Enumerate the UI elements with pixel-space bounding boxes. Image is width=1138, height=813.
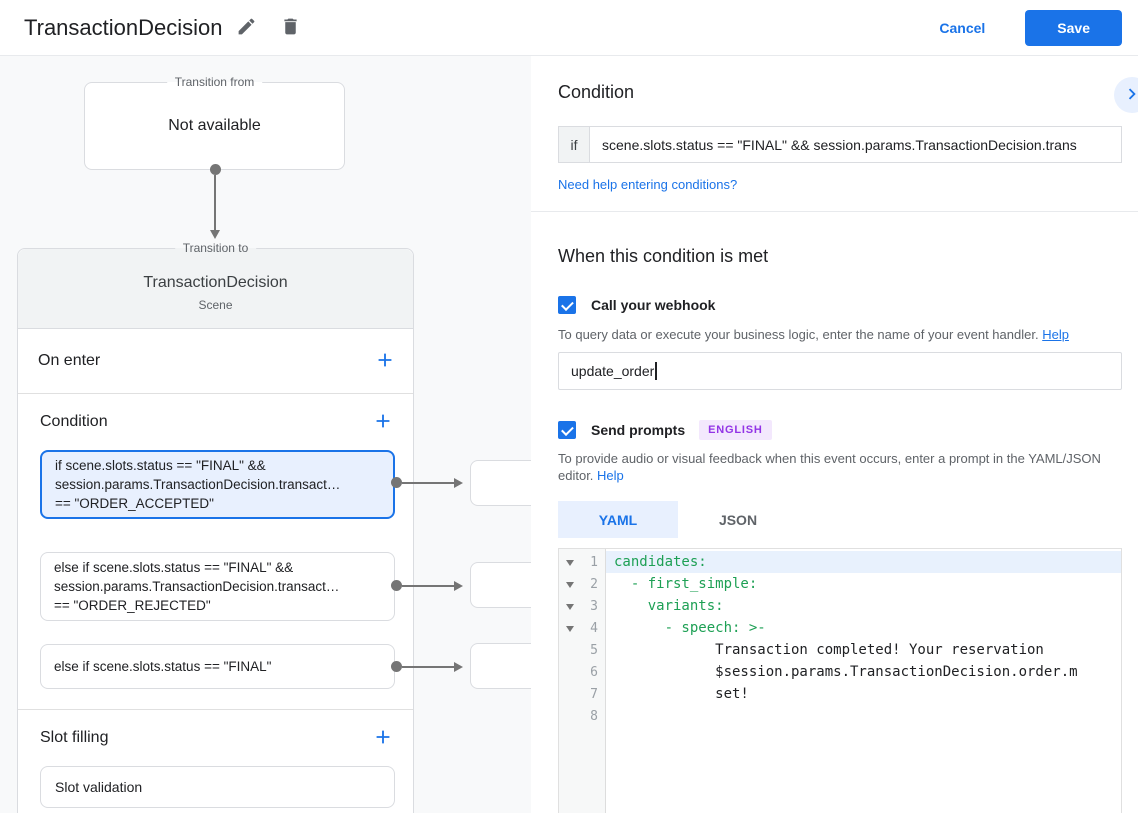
chevron-right-icon bbox=[1121, 83, 1138, 108]
connector-dot bbox=[391, 477, 402, 488]
text-cursor bbox=[655, 362, 657, 380]
add-on-enter-button[interactable] bbox=[373, 349, 397, 373]
if-prefix-label: if bbox=[558, 126, 590, 163]
editor-line[interactable]: - first_simple: bbox=[614, 576, 758, 592]
edit-scene-button[interactable] bbox=[227, 8, 267, 48]
fold-arrow-icon[interactable] bbox=[566, 560, 574, 566]
connector-dot bbox=[391, 661, 402, 672]
transition-to-card: Transition to TransactionDecision Scene … bbox=[17, 241, 414, 813]
prompts-help-link[interactable]: Help bbox=[597, 468, 624, 483]
connector-line bbox=[214, 175, 216, 230]
plus-icon bbox=[372, 726, 394, 751]
collapse-panel-button[interactable] bbox=[1114, 77, 1138, 113]
send-prompts-checkbox[interactable] bbox=[558, 421, 576, 439]
tab-json[interactable]: JSON bbox=[718, 511, 758, 528]
editor-line-number: 2 bbox=[559, 573, 605, 595]
condition-editor-panel: Condition if scene.slots.status == "FINA… bbox=[531, 56, 1138, 813]
connector-line bbox=[402, 666, 454, 668]
page-title: TransactionDecision bbox=[24, 14, 223, 40]
arrow-right-icon bbox=[454, 478, 463, 488]
transition-to-label: Transition to bbox=[174, 241, 257, 255]
app-bar: TransactionDecision Cancel Save bbox=[0, 0, 1138, 56]
editor-line[interactable]: - speech: >- bbox=[614, 620, 766, 636]
editor-line[interactable]: $session.params.TransactionDecision.orde… bbox=[614, 664, 1078, 680]
editor-line-number: 8 bbox=[590, 708, 598, 724]
condition-panel-title: Condition bbox=[558, 82, 635, 102]
conditions-help-link[interactable]: Need help entering conditions? bbox=[558, 177, 738, 192]
delete-scene-button[interactable] bbox=[271, 8, 311, 48]
scene-title: TransactionDecision bbox=[143, 273, 288, 291]
plus-icon bbox=[374, 349, 396, 374]
editor-line-number: 7 bbox=[590, 686, 598, 702]
save-button[interactable]: Save bbox=[1025, 9, 1122, 46]
slot-validation-card[interactable]: Slot validation bbox=[40, 766, 395, 808]
slot-filling-section: Slot filling Slot validation bbox=[18, 710, 413, 813]
editor-line[interactable] bbox=[606, 705, 1121, 727]
connector-dot bbox=[210, 164, 221, 175]
condition-cards: if scene.slots.status == "FINAL" &&sessi… bbox=[40, 450, 395, 689]
send-prompts-label: Send prompts bbox=[591, 422, 686, 438]
language-badge: ENGLISH bbox=[699, 420, 772, 440]
editor-code-area[interactable]: candidates: - first_simple: variants: - … bbox=[606, 549, 1121, 813]
plus-icon bbox=[372, 410, 394, 435]
slot-filling-label: Slot filling bbox=[40, 729, 109, 746]
arrow-right-icon bbox=[454, 581, 463, 591]
add-condition-button[interactable] bbox=[371, 410, 395, 434]
transition-target-box[interactable] bbox=[470, 460, 531, 506]
condition-label: Condition bbox=[40, 413, 108, 430]
editor-line-number: 6 bbox=[590, 664, 598, 680]
transition-from-value: Not available bbox=[168, 117, 261, 134]
on-enter-section: On enter bbox=[18, 329, 413, 394]
condition-section: Condition if scene.slots.status == "FINA… bbox=[18, 394, 413, 710]
editor-line[interactable]: variants: bbox=[614, 598, 724, 614]
cancel-button[interactable]: Cancel bbox=[923, 12, 1001, 44]
transition-from-label: Transition from bbox=[166, 75, 263, 89]
condition-card[interactable]: else if scene.slots.status == "FINAL" &&… bbox=[40, 552, 395, 621]
editor-line-number: 1 bbox=[559, 551, 605, 573]
editor-line[interactable]: candidates: bbox=[606, 551, 1121, 573]
scene-subtitle: Scene bbox=[198, 297, 233, 312]
on-enter-label: On enter bbox=[38, 352, 101, 369]
condition-expression-input[interactable]: scene.slots.status == "FINAL" && session… bbox=[590, 126, 1122, 163]
scene-graph-canvas: Transition from Not available Transition… bbox=[0, 56, 531, 813]
prompts-helper-text: To provide audio or visual feedback when… bbox=[558, 451, 1101, 483]
transition-target-box[interactable] bbox=[470, 643, 531, 689]
when-met-title: When this condition is met bbox=[558, 246, 769, 266]
editor-line[interactable]: set! bbox=[614, 686, 749, 702]
webhook-help-link[interactable]: Help bbox=[1042, 327, 1069, 342]
condition-card[interactable]: if scene.slots.status == "FINAL" &&sessi… bbox=[40, 450, 395, 519]
arrow-down-icon bbox=[210, 230, 220, 239]
condition-card[interactable]: else if scene.slots.status == "FINAL" bbox=[40, 644, 395, 689]
transition-target-box[interactable] bbox=[470, 562, 531, 608]
webhook-helper-text: To query data or execute your business l… bbox=[558, 327, 1069, 342]
editor-line-number: 5 bbox=[590, 642, 598, 658]
webhook-checkbox[interactable] bbox=[558, 296, 576, 314]
editor-format-tabs: YAML JSON bbox=[558, 501, 1122, 538]
fold-arrow-icon[interactable] bbox=[566, 626, 574, 632]
pencil-icon bbox=[236, 16, 257, 40]
connector-line bbox=[402, 482, 454, 484]
editor-line-number: 3 bbox=[559, 595, 605, 617]
webhook-input[interactable]: update_order bbox=[558, 352, 1122, 390]
connector-line bbox=[402, 585, 454, 587]
fold-arrow-icon[interactable] bbox=[566, 604, 574, 610]
fold-arrow-icon[interactable] bbox=[566, 582, 574, 588]
add-slot-button[interactable] bbox=[371, 726, 395, 750]
arrow-right-icon bbox=[454, 662, 463, 672]
editor-line-number: 4 bbox=[559, 617, 605, 639]
trash-icon bbox=[280, 16, 301, 40]
scene-header: TransactionDecision Scene bbox=[18, 249, 413, 329]
transition-from-box: Transition from Not available bbox=[84, 75, 345, 170]
tab-yaml[interactable]: YAML bbox=[558, 501, 678, 538]
webhook-label: Call your webhook bbox=[591, 297, 716, 313]
connector-dot bbox=[391, 580, 402, 591]
section-divider bbox=[531, 211, 1138, 212]
editor-line[interactable]: Transaction completed! Your reservation bbox=[614, 642, 1044, 658]
